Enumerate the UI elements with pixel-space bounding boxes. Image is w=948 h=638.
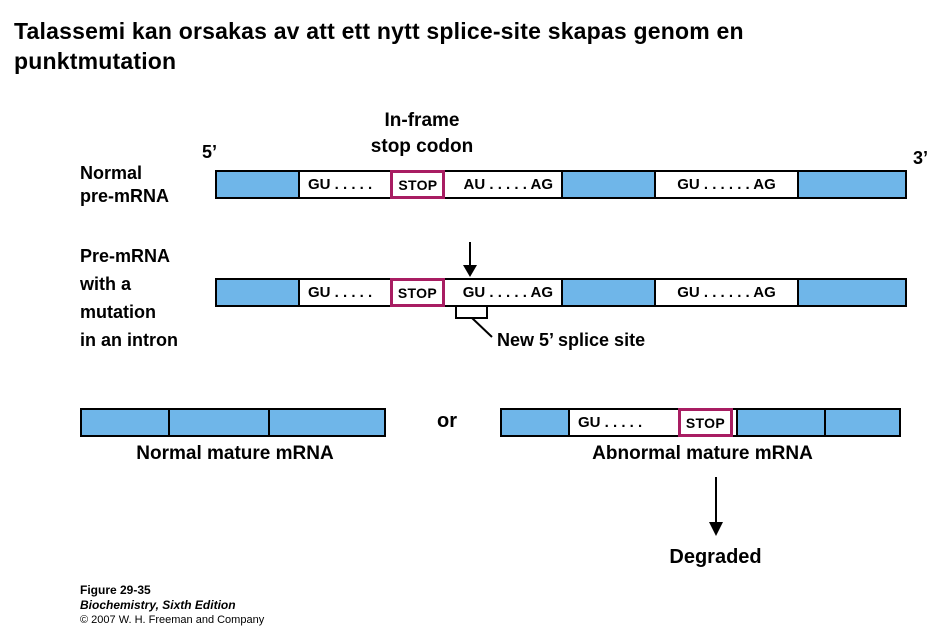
figure-caption: Figure 29-35 Biochemistry, Sixth Edition… <box>80 583 264 628</box>
exon-segment <box>168 408 270 437</box>
exon-segment <box>80 408 170 437</box>
splice-sequence-text: GU . . . . . <box>308 176 373 193</box>
inframe-stop-codon-label: In-frame stop codon <box>338 108 506 160</box>
splice-sequence-text: GU . . . . . <box>308 284 373 301</box>
splice-sequence-text: GU . . . . . . AG <box>677 176 776 193</box>
splice-sequence-text: GU . . . . . AG <box>462 284 553 301</box>
inframe-label-line2: stop codon <box>370 136 474 157</box>
normal-pre-mrna-bar: GU . . . . . STOP AU . . . . . AG GU . .… <box>215 170 915 199</box>
stop-codon-box: STOP <box>390 170 446 199</box>
normal-mature-mrna-label: Normal mature mRNA <box>136 443 334 464</box>
exon-segment <box>500 408 570 437</box>
label-line: in an intron <box>80 330 178 350</box>
abnormal-mature-mrna-bar: GU . . . . . STOP <box>500 408 905 437</box>
label-line: Pre-mRNA <box>80 246 171 266</box>
page-title: Talassemi kan orsakas av att ett nytt sp… <box>14 18 744 75</box>
or-label: or <box>437 410 457 432</box>
three-prime-label: 3’ <box>913 148 929 168</box>
mutated-pre-mrna-bar: GU . . . . . STOP GU . . . . . AG GU . .… <box>215 278 915 307</box>
label-line: pre-mRNA <box>80 186 170 206</box>
intron-segment: GU . . . . . STOP <box>568 408 738 437</box>
abnormal-mature-mrna-label: Abnormal mature mRNA <box>592 443 813 464</box>
exon-segment <box>736 408 826 437</box>
splice-sequence-text: AU . . . . . AG <box>463 176 553 193</box>
label-line: with a <box>80 274 132 294</box>
stop-codon-box: STOP <box>389 278 445 307</box>
five-prime-label: 5’ <box>202 142 218 162</box>
exon-segment <box>215 170 300 199</box>
intron-segment: GU . . . . . . AG <box>654 278 799 307</box>
normal-mature-mrna-bar <box>80 408 390 437</box>
exon-segment <box>797 170 907 199</box>
figure-number: Figure 29-35 <box>80 583 151 597</box>
mutated-pre-mrna-label: Pre-mRNA with a mutation in an intron <box>80 242 178 354</box>
exon-segment <box>797 278 907 307</box>
exon-segment <box>824 408 901 437</box>
exon-segment <box>561 278 656 307</box>
inframe-label-line1: In-frame <box>384 110 460 131</box>
exon-segment <box>268 408 386 437</box>
stop-codon-box: STOP <box>677 408 733 437</box>
label-line: mutation <box>80 302 156 322</box>
new-splice-site-label: New 5’ splice site <box>497 330 646 350</box>
normal-pre-mrna-label: Normal pre-mRNA <box>80 162 169 208</box>
degraded-arrow <box>709 477 723 536</box>
intron-segment: GU . . . . . . AG <box>654 170 799 199</box>
copyright-line: © 2007 W. H. Freeman and Company <box>80 614 265 626</box>
mutation-arrow <box>463 242 477 277</box>
splice-sequence-text: GU . . . . . <box>578 414 643 431</box>
new-splice-bracket <box>455 307 493 338</box>
intron-segment: GU . . . . . STOP GU . . . . . AG <box>298 278 563 307</box>
degraded-label: Degraded <box>669 546 762 568</box>
splice-sequence-text: GU . . . . . . AG <box>677 284 776 301</box>
exon-segment <box>215 278 300 307</box>
exon-segment <box>561 170 656 199</box>
label-line: Normal <box>80 163 143 183</box>
book-title: Biochemistry, Sixth Edition <box>80 598 236 612</box>
intron-segment: GU . . . . . STOP AU . . . . . AG <box>298 170 563 199</box>
